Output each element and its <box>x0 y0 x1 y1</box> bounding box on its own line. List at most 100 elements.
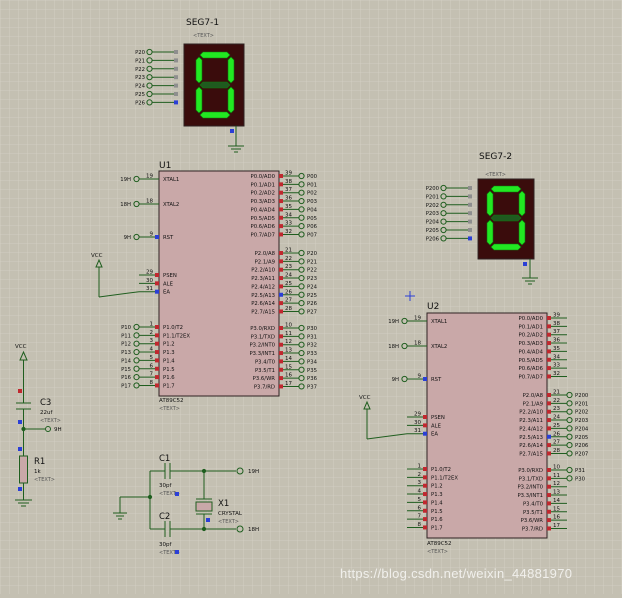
u1-net-terminal[interactable] <box>133 200 140 208</box>
pin-state-marker <box>155 333 159 338</box>
u1-pin-label: RST <box>163 235 174 241</box>
seg7-1[interactable]: SEG7-1 <TEXT> <box>183 18 245 153</box>
u1-net-terminal[interactable] <box>298 291 305 298</box>
u1-microcontroller[interactable]: U1 AT89C52 <TEXT> 19XTAL119H18XTAL218H9R… <box>91 161 318 412</box>
u1-net-terminal[interactable] <box>298 300 305 307</box>
u2-net-terminal[interactable] <box>566 408 573 415</box>
u2-net-terminal[interactable] <box>566 442 573 449</box>
u1-net-terminal[interactable] <box>298 349 305 357</box>
u1-net-terminal[interactable] <box>133 340 140 347</box>
u1-net-terminal[interactable] <box>133 323 140 331</box>
crystal-circuit[interactable] <box>113 463 244 537</box>
u1-net-terminal[interactable] <box>298 324 305 332</box>
u1-net-terminal[interactable] <box>298 223 305 230</box>
u2-net-terminal[interactable] <box>566 400 573 407</box>
u1-net-terminal[interactable] <box>298 383 305 390</box>
seg1-pin-terminal[interactable] <box>146 99 153 106</box>
u1-net-terminal[interactable] <box>298 283 305 290</box>
seg7-2-text: <TEXT> <box>485 172 506 178</box>
u1-net-terminal[interactable] <box>298 358 305 365</box>
u2-pin-label: P2.2/A10 <box>519 410 543 416</box>
u1-net-terminal[interactable] <box>298 231 305 238</box>
seg1-pin-terminal[interactable] <box>146 65 153 72</box>
u2-pin-number: 33 <box>553 363 560 369</box>
u1-net-terminal[interactable] <box>298 274 305 282</box>
u1-net-terminal[interactable] <box>298 258 305 265</box>
seg2-pin-terminal[interactable] <box>440 201 447 208</box>
c3-value: 22uf <box>40 410 53 416</box>
u1-net-terminal[interactable] <box>298 181 305 188</box>
seg7-1-digit <box>195 51 235 119</box>
u1-vcc-arrow-icon <box>95 258 103 268</box>
u2-net-label: P200 <box>575 393 589 399</box>
u2-net-terminal[interactable] <box>566 475 573 482</box>
u2-net-terminal[interactable] <box>566 391 573 399</box>
pin-state-marker <box>423 492 427 497</box>
u1-net-terminal[interactable] <box>298 249 305 257</box>
seg7-2-digit <box>486 185 526 251</box>
seg1-pin-terminal[interactable] <box>146 48 153 56</box>
seg2-pin-terminal[interactable] <box>440 193 447 200</box>
u1-pin-number: 13 <box>285 348 292 354</box>
seg7-2[interactable]: SEG7-2 <TEXT> <box>477 152 538 285</box>
u1-net-terminal[interactable] <box>298 172 305 180</box>
u2-pin-number: 23 <box>553 406 560 412</box>
seg2-pin-terminal[interactable] <box>440 218 447 225</box>
u1-pin-label: P0.3/AD3 <box>251 199 275 205</box>
u1-net-terminal[interactable] <box>298 308 305 315</box>
u2-pin-number: 5 <box>418 497 422 503</box>
u2-pin-label: P1.7 <box>431 525 443 531</box>
u1-net-terminal[interactable] <box>133 374 140 381</box>
u1-net-terminal[interactable] <box>133 233 140 241</box>
u1-net-terminal[interactable] <box>298 197 305 205</box>
reset-circuit[interactable] <box>15 350 51 507</box>
u2-pin-label: P1.6 <box>431 517 443 523</box>
u1-net-terminal[interactable] <box>298 333 305 340</box>
u2-net-terminal[interactable] <box>566 425 573 432</box>
u1-pin-number: 3 <box>150 338 154 344</box>
u1-net-terminal[interactable] <box>133 348 140 356</box>
u2-net-terminal[interactable] <box>566 466 573 474</box>
u2-net-label: P201 <box>575 401 588 407</box>
u2-net-label: P206 <box>575 443 589 449</box>
u1-net-terminal[interactable] <box>133 175 140 183</box>
pin-state-marker <box>547 409 551 414</box>
seg1-pin-terminal[interactable] <box>146 90 153 98</box>
u2-net-terminal[interactable] <box>401 375 408 383</box>
u1-pin-number: 30 <box>146 278 153 284</box>
u1-net-terminal[interactable] <box>133 365 140 372</box>
u1-pin-label: P1.0/T2 <box>163 325 183 331</box>
u2-microcontroller[interactable]: U2 AT89C52 <TEXT> 19XTAL119H18XTAL218H9R… <box>359 302 589 555</box>
c1-text: <TEXT> <box>159 491 180 497</box>
u1-net-terminal[interactable] <box>133 357 140 364</box>
u1-net-terminal[interactable] <box>298 341 305 348</box>
seg1-pin-terminal[interactable] <box>146 57 153 64</box>
seg2-pin-terminal[interactable] <box>440 184 447 192</box>
u1-pin-label: ALE <box>163 281 174 287</box>
u1-pin-number: 36 <box>285 196 292 202</box>
seg1-pin-terminal[interactable] <box>146 74 153 81</box>
u2-net-terminal[interactable] <box>566 433 573 440</box>
u1-net-terminal[interactable] <box>298 266 305 273</box>
u1-net-terminal[interactable] <box>298 214 305 221</box>
u2-net-label: P203 <box>575 418 588 424</box>
u1-net-terminal[interactable] <box>298 375 305 382</box>
seg1-pin-terminal[interactable] <box>146 82 153 89</box>
u1-net-terminal[interactable] <box>298 366 305 373</box>
u1-net-terminal[interactable] <box>298 189 305 196</box>
u1-pin-number: 24 <box>285 273 292 279</box>
seg2-pin-terminal[interactable] <box>440 235 447 242</box>
u2-pin-number: 39 <box>553 313 560 319</box>
u2-net-terminal[interactable] <box>566 416 573 424</box>
u2-pin-label: P0.2/AD2 <box>519 333 543 339</box>
u1-net-terminal[interactable] <box>298 206 305 213</box>
pin-state-marker <box>279 301 283 306</box>
u2-net-terminal[interactable] <box>401 317 408 325</box>
u1-net-terminal[interactable] <box>133 382 140 389</box>
u2-net-terminal[interactable] <box>401 342 408 350</box>
u1-net-terminal[interactable] <box>133 332 140 339</box>
u2-net-terminal[interactable] <box>566 450 573 457</box>
seg2-pin-terminal[interactable] <box>440 226 447 234</box>
seg2-pin-terminal[interactable] <box>440 210 447 217</box>
